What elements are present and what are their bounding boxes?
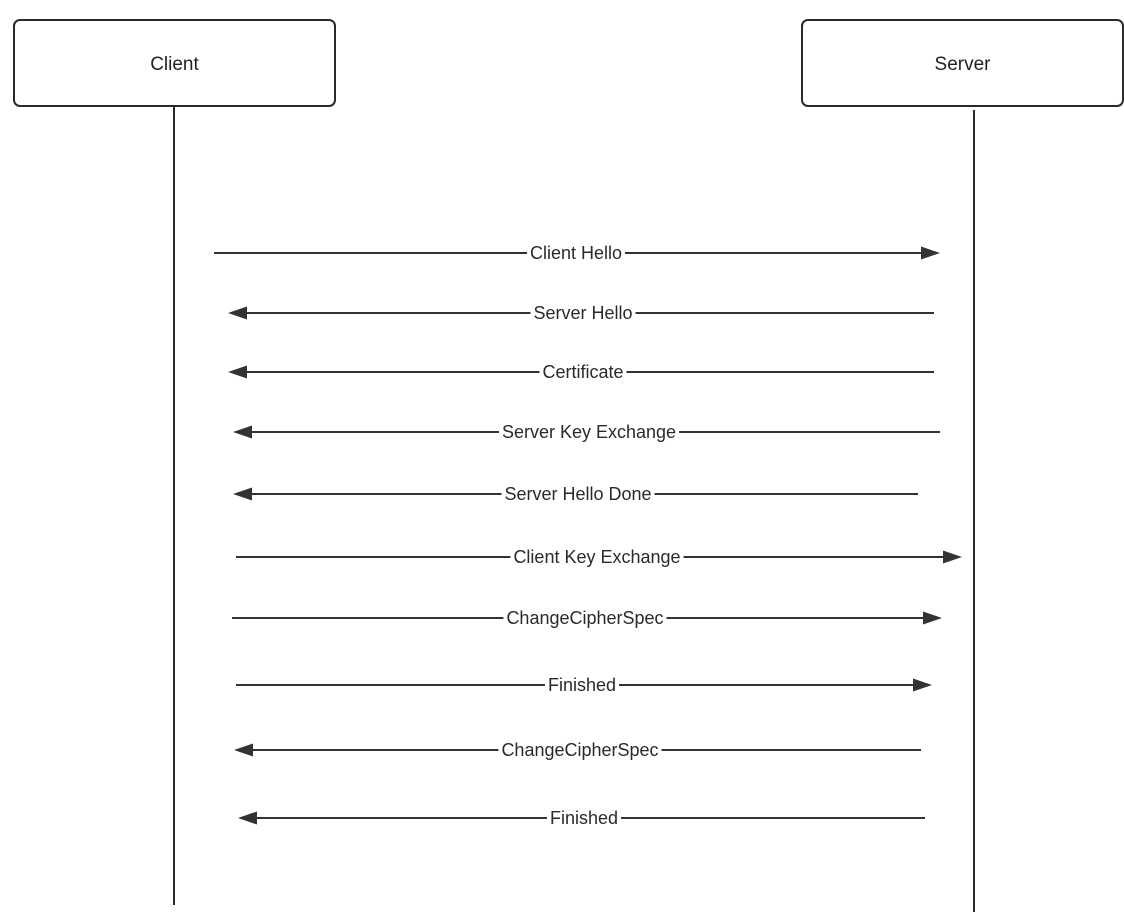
message-4: Server Key Exchange [233,420,940,444]
arrowhead-left [228,306,247,320]
message-9: ChangeCipherSpec [234,738,921,762]
message-8: Finished [236,673,932,697]
message-label: Server Hello Done [504,484,651,504]
message-label: ChangeCipherSpec [501,740,658,760]
message-5: Server Hello Done [233,482,918,506]
message-6: Client Key Exchange [236,545,962,569]
message-label-bg [526,241,626,265]
message-label-bg [498,738,662,762]
message-label-bg [546,806,622,830]
message-10: Finished [238,806,925,830]
participant-client: Client [13,19,336,107]
arrowhead-left [233,487,252,501]
message-label-bg [501,482,655,506]
message-label: Finished [550,808,618,828]
message-1: Client Hello [214,241,940,265]
message-label-bg [530,301,636,325]
arrowhead-left [234,743,253,757]
message-3: Certificate [228,360,934,384]
message-label: Certificate [542,362,623,382]
message-label: Server Hello [533,303,632,323]
message-label: Client Key Exchange [513,547,680,567]
arrowhead-left [238,811,257,825]
arrowhead-right [943,550,962,564]
message-label: ChangeCipherSpec [506,608,663,628]
message-label: Finished [548,675,616,695]
participant-server: Server [801,19,1124,107]
message-label-bg [539,360,627,384]
arrowhead-right [913,678,932,692]
message-label-bg [544,673,620,697]
arrowhead-right [923,611,942,625]
arrowhead-right [921,246,940,260]
message-label-bg [498,420,680,444]
message-label-bg [503,606,667,630]
server-box [801,19,1124,107]
arrowhead-left [233,425,252,439]
message-2: Server Hello [228,301,934,325]
message-7: ChangeCipherSpec [232,606,942,630]
message-label: Server Key Exchange [502,422,676,442]
message-label: Client Hello [530,243,622,263]
message-label-bg [510,545,684,569]
client-label: Client [150,54,199,75]
arrowhead-left [228,365,247,379]
server-label: Server [935,54,992,75]
client-box [13,19,336,107]
